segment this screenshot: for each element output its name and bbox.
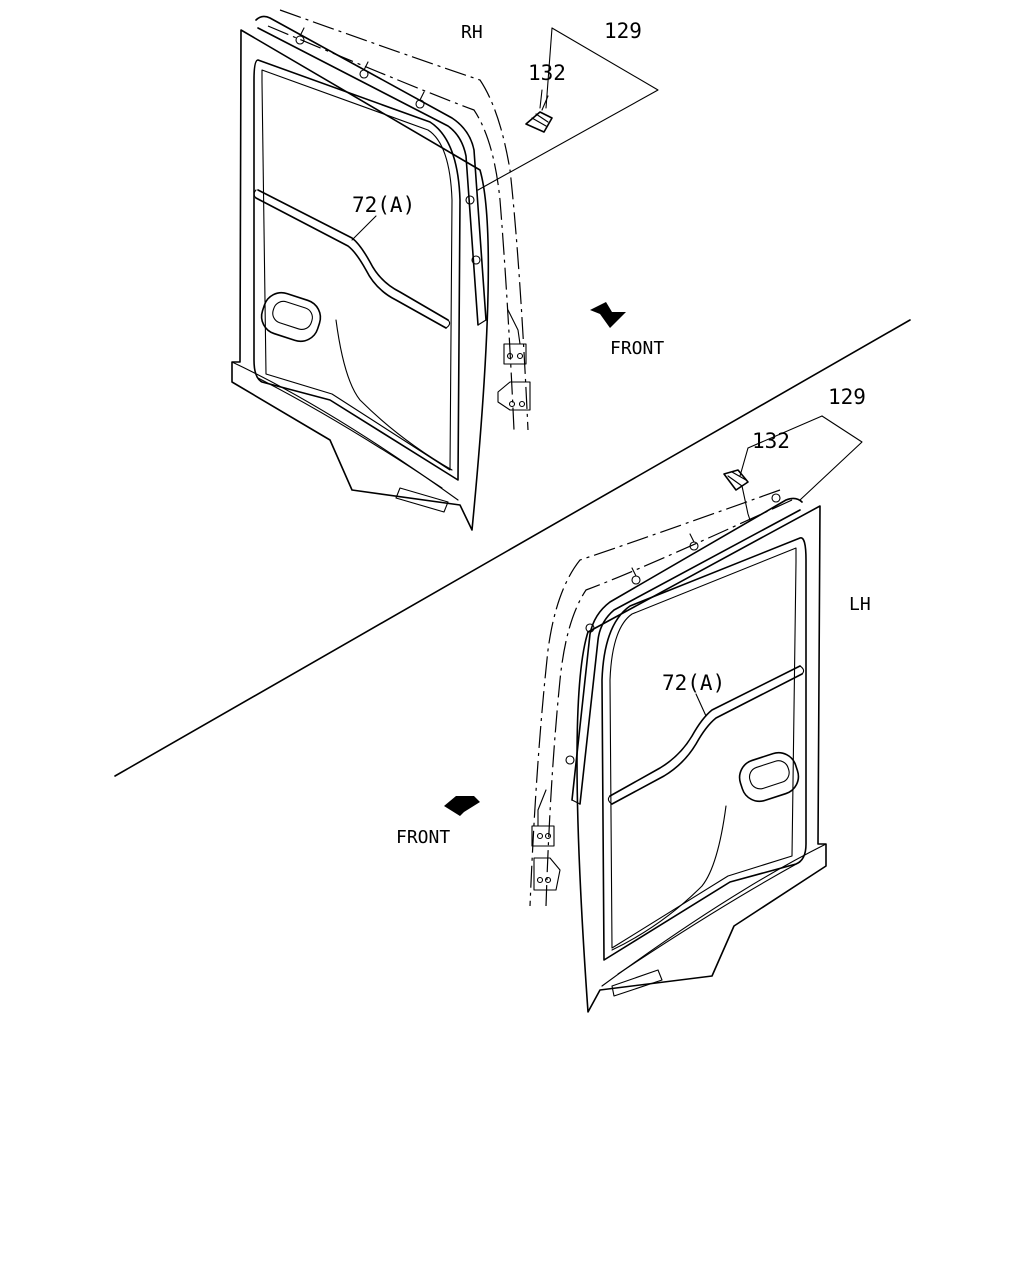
lh-door: LH 129 132 72(A) (529, 385, 871, 1013)
front-indicator-lh: FRONT (396, 796, 480, 848)
leader-129-lh (799, 415, 863, 501)
molding-72a-rh (253, 189, 451, 329)
leader-72a-lh (695, 693, 707, 717)
leader-72a-rh (351, 215, 377, 241)
separator-line (114, 319, 911, 777)
molding-72a-lh (607, 665, 805, 805)
door-handle-lh (738, 751, 800, 803)
callout-129-lh: 129 (828, 385, 866, 409)
side-label-rh: RH (461, 22, 483, 43)
hinge-lh (531, 789, 561, 891)
door-handle-rh (260, 291, 322, 343)
leader-129-rh (477, 27, 659, 191)
clip-132-lh (723, 469, 749, 491)
hinge-rh (497, 309, 531, 411)
callout-72a-rh: 72(A) (352, 193, 415, 217)
rh-door: RH 129 132 72(A) (231, 9, 659, 531)
leader-132-lh (739, 447, 751, 521)
callout-129-rh: 129 (604, 19, 642, 43)
callout-132-lh: 132 (752, 429, 790, 453)
front-label-rh: FRONT (610, 338, 664, 359)
seal-129-lh (565, 493, 803, 805)
side-label-lh: LH (849, 594, 871, 615)
callout-132-rh: 132 (528, 61, 566, 85)
seal-129-rh (255, 15, 487, 326)
clip-132-rh (525, 95, 553, 133)
arrow-icon (444, 796, 480, 816)
leader-132-rh (539, 89, 543, 109)
callout-72a-lh: 72(A) (662, 671, 725, 695)
front-indicator-rh: FRONT (590, 302, 664, 359)
arrow-icon (590, 302, 626, 328)
front-label-lh: FRONT (396, 827, 450, 848)
